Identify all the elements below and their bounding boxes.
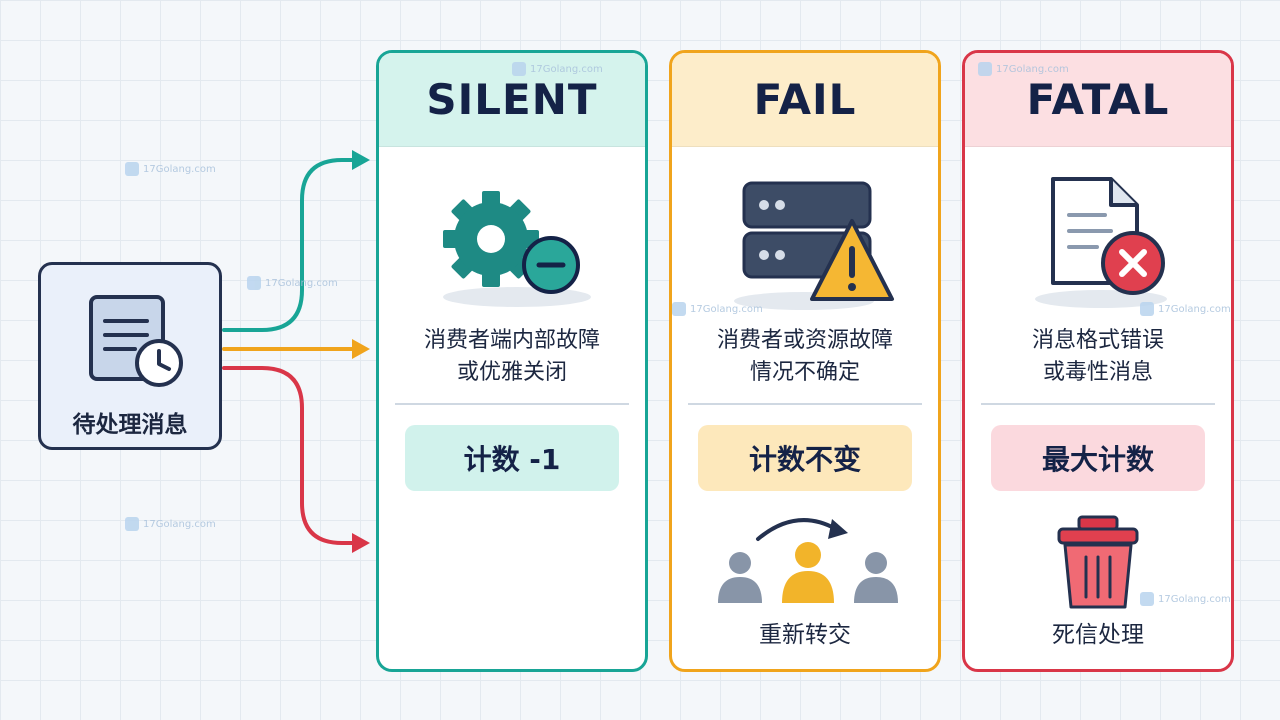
card-silent: SILENT 消费者端内部 bbox=[376, 50, 648, 672]
card-fatal-description: 消息格式错误 或毒性消息 bbox=[1031, 328, 1164, 385]
card-fatal-count-badge: 最大计数 bbox=[991, 425, 1205, 491]
card-silent-title: SILENT bbox=[426, 75, 598, 124]
watermark-logo-icon bbox=[1140, 592, 1154, 606]
watermark: 17Golang.com bbox=[247, 276, 338, 290]
card-silent-count-badge: 计数 -1 bbox=[405, 425, 619, 491]
watermark-logo-icon bbox=[125, 517, 139, 531]
watermark: 17Golang.com bbox=[1140, 592, 1231, 606]
card-fatal-divider bbox=[981, 403, 1215, 405]
card-fatal-header: FATAL bbox=[965, 53, 1231, 147]
document-clock-icon bbox=[89, 295, 183, 387]
watermark-logo-icon bbox=[512, 62, 526, 76]
card-fatal: FATAL 消息格式错误 或毒性消息 最大计数 死信处理 bbox=[962, 50, 1234, 672]
card-fatal-title: FATAL bbox=[1026, 75, 1170, 124]
card-fail-count-badge: 计数不变 bbox=[698, 425, 912, 491]
arrowhead-silent bbox=[352, 150, 370, 170]
watermark: 17Golang.com bbox=[978, 62, 1069, 76]
card-silent-divider bbox=[395, 403, 629, 405]
pending-message-box: 待处理消息 bbox=[38, 262, 222, 450]
card-silent-description: 消费者端内部故障 或优雅关闭 bbox=[423, 328, 600, 385]
connector-fatal bbox=[222, 366, 354, 545]
arrowhead-fail bbox=[352, 339, 370, 359]
trash-icon bbox=[1057, 515, 1139, 609]
pending-message-label: 待处理消息 bbox=[72, 412, 188, 438]
gear-minus-icon bbox=[443, 191, 591, 307]
card-fail-description: 消费者或资源故障 情况不确定 bbox=[716, 328, 893, 385]
document-error-icon bbox=[1035, 177, 1167, 308]
card-fatal-action-label: 死信处理 bbox=[1052, 622, 1144, 648]
card-fail-action-label: 重新转交 bbox=[759, 622, 851, 648]
watermark-logo-icon bbox=[978, 62, 992, 76]
watermark: 17Golang.com bbox=[125, 517, 216, 531]
watermark: 17Golang.com bbox=[125, 162, 216, 176]
watermark-logo-icon bbox=[1140, 302, 1154, 316]
watermark: 17Golang.com bbox=[1140, 302, 1231, 316]
watermark-logo-icon bbox=[672, 302, 686, 316]
watermark: 17Golang.com bbox=[672, 302, 763, 316]
watermark-logo-icon bbox=[247, 276, 261, 290]
arrowhead-fatal bbox=[352, 533, 370, 553]
watermark-logo-icon bbox=[125, 162, 139, 176]
card-fail: FAIL 消费者或资源故障 情况不确定 计数不变 bbox=[669, 50, 941, 672]
connector-silent bbox=[222, 158, 354, 332]
card-fail-divider bbox=[688, 403, 922, 405]
card-fail-title: FAIL bbox=[753, 75, 857, 124]
watermark: 17Golang.com bbox=[512, 62, 603, 76]
card-fail-header: FAIL bbox=[672, 53, 938, 147]
server-warning-icon bbox=[734, 181, 894, 310]
users-redeliver-icon bbox=[718, 518, 898, 603]
